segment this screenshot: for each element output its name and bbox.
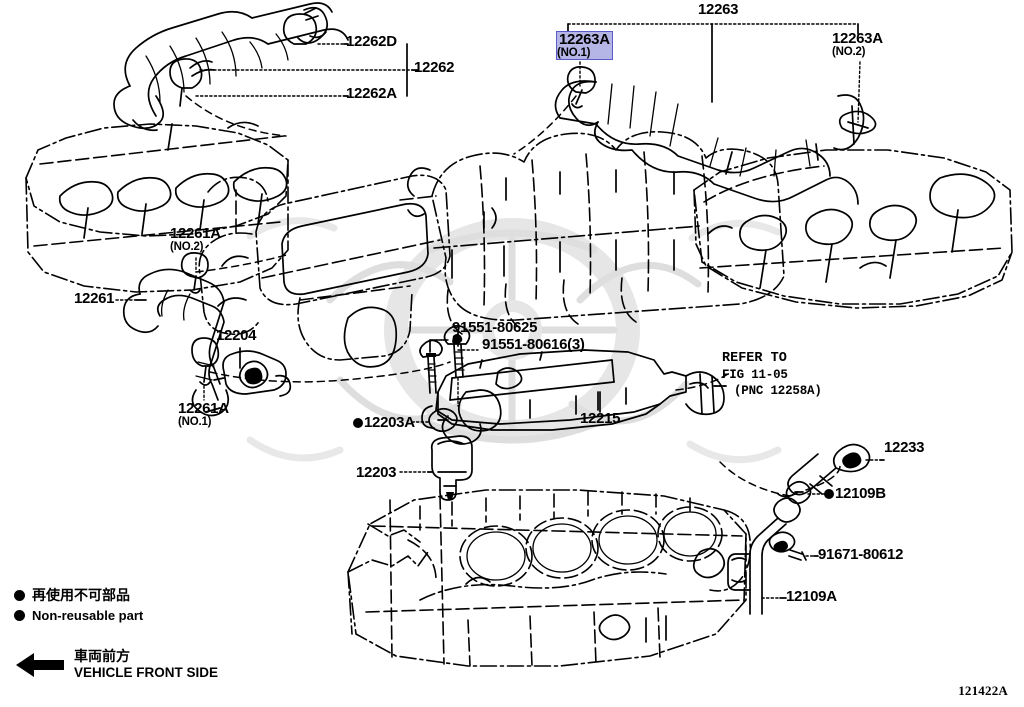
clamp-12263A-no2 bbox=[838, 110, 877, 135]
callout-label: 12262D bbox=[346, 33, 397, 50]
callout-12263A-no2[interactable]: 12263A (NO.2) bbox=[832, 31, 883, 58]
left-cylinder-head-cover bbox=[25, 121, 289, 293]
callout-12261[interactable]: 12261 bbox=[74, 290, 115, 307]
callout-label: 91551-80625 bbox=[452, 319, 538, 336]
callout-label: 12263A bbox=[559, 31, 610, 48]
right-cylinder-head-cover bbox=[693, 143, 1013, 309]
o-ring-12109B bbox=[785, 480, 812, 505]
callout-label: 12109A bbox=[786, 588, 837, 605]
clamp-12262D bbox=[282, 7, 319, 45]
legend-row-jp: 再使用不可部品 bbox=[14, 585, 143, 605]
callout-label: 12109B bbox=[835, 485, 886, 502]
callout-sublabel: (NO.2) bbox=[832, 45, 866, 58]
figure-code: 121422A bbox=[958, 683, 1008, 698]
callout-sublabel: (NO.2) bbox=[170, 240, 204, 253]
hose-12263 bbox=[554, 80, 865, 205]
dipstick-12233 bbox=[777, 443, 871, 498]
callout-label: 12263A bbox=[832, 30, 883, 47]
callout-label: 12262 bbox=[414, 59, 455, 76]
callout-12262D[interactable]: 12262D bbox=[346, 34, 397, 50]
callout-sublabel: (NO.1) bbox=[557, 46, 591, 59]
arrow-left-icon bbox=[16, 653, 64, 677]
refer-to-line1: REFER TO bbox=[722, 351, 787, 366]
callout-label: 91671-80612 bbox=[818, 546, 904, 563]
hose-clamps bbox=[169, 7, 877, 386]
hose-12262 bbox=[113, 2, 349, 132]
callout-91551-80616[interactable]: 91551-80616(3) bbox=[482, 337, 585, 353]
callout-12203A[interactable]: 12203A bbox=[353, 415, 415, 431]
callout-sublabel: (NO.1) bbox=[178, 415, 212, 428]
clamp-12261A-no1 bbox=[191, 337, 220, 386]
callout-label: 12261A bbox=[170, 225, 221, 242]
callout-91551-80625[interactable]: 91551-80625 bbox=[452, 320, 537, 336]
callout-12233[interactable]: 12233 bbox=[884, 439, 925, 456]
vehicle-front-side-indicator: 車両前方 VEHICLE FRONT SIDE bbox=[14, 648, 218, 682]
oil-level-gauge-guide-12109A bbox=[727, 497, 801, 615]
intake-manifold bbox=[198, 131, 785, 368]
leader-lines bbox=[115, 23, 885, 599]
callout-12263A-no1[interactable]: 12263A (NO.1) bbox=[556, 31, 613, 60]
front-side-label-en: VEHICLE FRONT SIDE bbox=[74, 665, 219, 681]
callout-12263[interactable]: 12263 bbox=[698, 1, 739, 18]
pcv-valve-12203 bbox=[430, 435, 473, 501]
thermostat-12204 bbox=[213, 350, 292, 397]
legend-label-jp: 再使用不可部品 bbox=[32, 588, 130, 604]
callout-91671-80612[interactable]: 91671-80612 bbox=[818, 547, 903, 563]
bolt-91671-80612 bbox=[768, 531, 807, 561]
legend-label-en: Non-reusable part bbox=[32, 608, 144, 623]
callout-12215[interactable]: 12215 bbox=[580, 410, 621, 427]
non-reusable-marker-icon bbox=[14, 610, 25, 621]
refer-to-note[interactable]: REFER TO FIG 11-05 (PNC 12258A) bbox=[722, 350, 822, 399]
callout-label: 12262A bbox=[346, 85, 397, 102]
callout-12109B[interactable]: 12109B bbox=[824, 486, 886, 502]
callout-label: 12203A bbox=[364, 414, 415, 431]
callout-label: 12203 bbox=[356, 464, 397, 481]
callout-label: 12215 bbox=[580, 410, 621, 427]
callout-label: 12263 bbox=[698, 1, 739, 18]
callout-12203[interactable]: 12203 bbox=[356, 464, 397, 481]
gasket-12203A bbox=[428, 407, 458, 433]
bolt-91551-80625 bbox=[419, 339, 443, 394]
bolt-91551-80616 bbox=[443, 324, 471, 378]
refer-to-line3: (PNC 12258A) bbox=[734, 384, 822, 399]
vehicle-front-side-text: 車両前方 VEHICLE FRONT SIDE bbox=[74, 649, 218, 681]
non-reusable-marker-icon bbox=[14, 589, 25, 601]
non-reusable-marker-icon bbox=[824, 489, 834, 499]
callout-label: 12233 bbox=[884, 439, 925, 456]
legend-row-en: Non-reusable part bbox=[14, 608, 143, 623]
callout-12261A-no2[interactable]: 12261A (NO.2) bbox=[170, 226, 221, 253]
clamp-12261A-no2 bbox=[180, 252, 209, 294]
callout-12261A-no1[interactable]: 12261A (NO.1) bbox=[178, 401, 229, 428]
clamp-12262A bbox=[169, 58, 215, 107]
callout-12262A[interactable]: 12262A bbox=[346, 86, 397, 102]
hose-12261 bbox=[122, 268, 230, 417]
non-reusable-marker-icon bbox=[353, 418, 363, 428]
front-side-label-jp: 車両前方 bbox=[74, 649, 130, 666]
engine-block bbox=[347, 489, 752, 667]
callout-label: 12261A bbox=[178, 400, 229, 417]
callout-12204[interactable]: 12204 bbox=[216, 327, 257, 344]
refer-to-line2: FIG 11-05 bbox=[722, 368, 788, 383]
legend: 再使用不可部品 Non-reusable part bbox=[14, 585, 143, 626]
callout-12262[interactable]: 12262 bbox=[414, 59, 455, 76]
callout-12109A[interactable]: 12109A bbox=[786, 589, 837, 605]
callout-label: 91551-80616(3) bbox=[482, 336, 585, 353]
callout-label: 12261 bbox=[74, 290, 115, 307]
clamp-12263A-no1 bbox=[566, 66, 596, 109]
callout-label: 12204 bbox=[216, 327, 257, 344]
